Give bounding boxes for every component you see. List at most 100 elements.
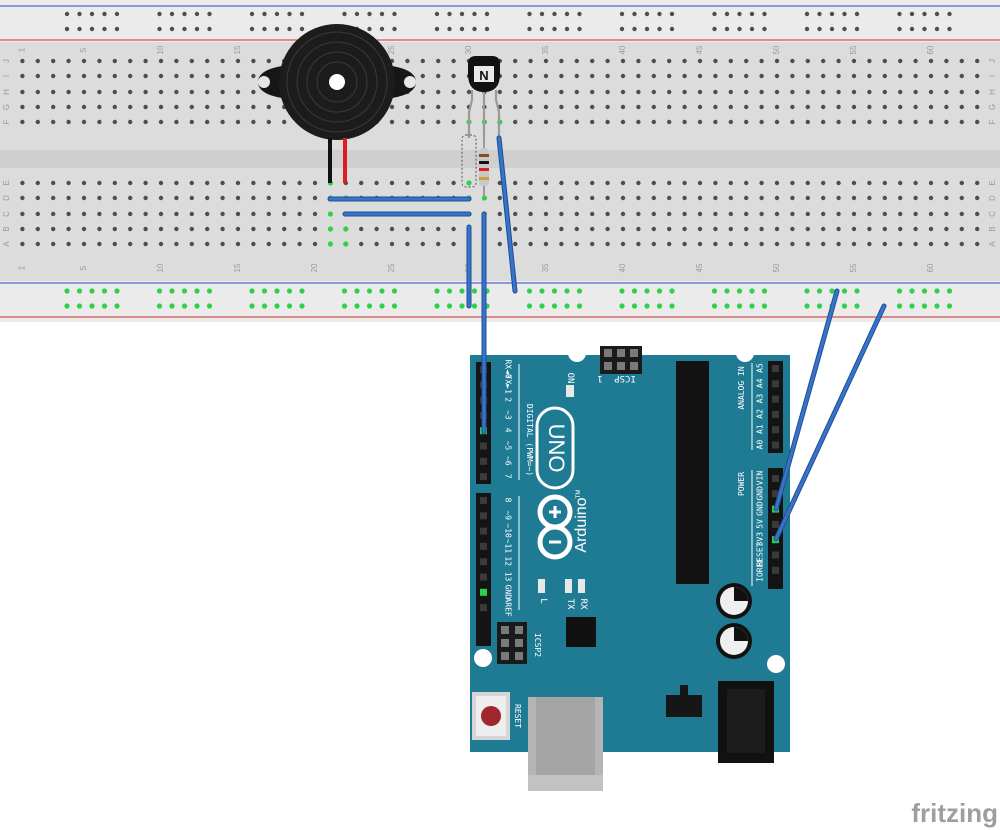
breadboard-hole xyxy=(97,73,102,79)
breadboard-hole xyxy=(682,119,687,125)
rail-hole xyxy=(181,288,188,294)
breadboard-hole xyxy=(928,241,934,247)
column-number: 15 xyxy=(233,45,242,54)
power-jack[interactable] xyxy=(718,681,774,763)
breadboard-hole xyxy=(513,241,518,247)
breadboard-hole xyxy=(405,119,410,125)
row-letter: J xyxy=(2,59,11,63)
breadboard-hole xyxy=(297,241,302,247)
breadboard-hole xyxy=(713,195,718,201)
breadboard-hole xyxy=(898,226,903,232)
digital-pin-hole xyxy=(480,573,487,581)
breadboard-hole xyxy=(51,119,56,125)
breadboard-hole xyxy=(251,119,256,125)
analog-pin-label: A2 xyxy=(756,409,765,419)
breadboard-hole xyxy=(682,104,687,110)
rail-hole xyxy=(526,303,533,309)
breadboard-hole xyxy=(774,211,780,217)
breadboard-hole xyxy=(513,104,518,110)
breadboard-hole xyxy=(189,195,194,201)
rail-hole xyxy=(459,303,465,309)
breadboard-hole xyxy=(205,89,210,95)
breadboard-hole xyxy=(728,58,733,64)
breadboard-hole xyxy=(590,180,595,186)
rail-hole xyxy=(576,288,583,294)
rail-hole xyxy=(552,26,557,32)
breadboard-hole xyxy=(174,104,179,110)
breadboard-hole xyxy=(898,104,903,110)
breadboard-hole xyxy=(574,73,579,79)
rail-hole xyxy=(761,288,768,294)
breadboard-hole xyxy=(851,104,857,110)
breadboard-hole xyxy=(836,104,841,110)
breadboard-hole xyxy=(543,211,549,217)
breadboard-hole xyxy=(774,195,780,201)
breadboard-hole xyxy=(189,241,194,247)
resistor[interactable] xyxy=(461,134,489,196)
breadboard-hole xyxy=(158,241,164,247)
analog-section-label: ANALOG IN xyxy=(737,366,746,410)
rail-hole xyxy=(194,288,200,294)
breadboard-hole xyxy=(436,241,441,247)
breadboard-hole xyxy=(112,119,118,125)
breadboard-hole xyxy=(728,226,733,232)
breadboard-hole xyxy=(574,58,579,64)
breadboard-hole xyxy=(605,89,610,95)
breadboard-hole xyxy=(327,241,333,247)
power-pin-hole xyxy=(772,566,779,574)
breadboard-hole xyxy=(20,58,25,64)
rail-hole xyxy=(379,303,385,309)
rail-hole xyxy=(287,26,292,32)
rail-hole xyxy=(262,11,267,17)
breadboard-hole xyxy=(112,195,118,201)
npn-transistor[interactable]: N xyxy=(467,56,501,138)
rail-hole xyxy=(761,303,768,309)
breadboard-hole xyxy=(805,211,810,217)
rail-hole xyxy=(484,26,490,32)
breadboard-hole xyxy=(559,73,564,79)
digital-pin-hole xyxy=(480,542,487,550)
breadboard-hole xyxy=(651,195,656,201)
breadboard-hole xyxy=(944,180,949,186)
breadboard-hole xyxy=(205,241,210,247)
breadboard-hole xyxy=(975,180,980,186)
rail-hole xyxy=(64,11,70,17)
reset-button[interactable]: RESET xyxy=(472,692,522,740)
breadboard-hole xyxy=(436,58,441,64)
breadboard-hole xyxy=(220,89,225,95)
rail-hole xyxy=(947,11,952,17)
piezo-buzzer[interactable] xyxy=(258,24,416,183)
digital-pin-label: GND xyxy=(504,585,513,600)
breadboard-hole xyxy=(744,226,749,232)
breadboard-hole xyxy=(220,119,225,125)
breadboard-hole xyxy=(574,119,579,125)
usb-port[interactable] xyxy=(528,697,603,791)
breadboard-hole xyxy=(312,226,318,232)
breadboard-hole xyxy=(959,58,964,64)
breadboard-hole xyxy=(543,73,549,79)
breadboard-hole xyxy=(867,195,872,201)
rail-hole xyxy=(391,303,398,309)
column-number: 40 xyxy=(618,263,627,272)
breadboard-hole xyxy=(620,226,626,232)
breadboard-hole xyxy=(528,89,533,95)
digital-pin-label: 4 xyxy=(504,428,513,433)
icsp-label: ICSP xyxy=(614,373,636,383)
wires xyxy=(327,135,887,542)
rail-hole xyxy=(341,288,348,294)
rail-hole xyxy=(632,11,637,17)
breadboard-hole xyxy=(590,226,595,232)
rail-hole xyxy=(669,288,675,294)
breadboard-hole xyxy=(528,195,533,201)
rail-hole xyxy=(762,26,767,32)
breadboard-hole xyxy=(636,89,641,95)
breadboard-hole xyxy=(220,226,225,232)
breadboard-hole xyxy=(112,226,118,232)
breadboard-hole xyxy=(821,211,826,217)
breadboard-hole xyxy=(189,73,194,79)
breadboard-hole xyxy=(97,119,102,125)
arduino-uno-board[interactable]: ICSP 1 ON RX◄0TX►12~34~5~678~9~10~111213… xyxy=(470,344,790,791)
breadboard-hole xyxy=(744,104,749,110)
breadboard-hole xyxy=(574,89,579,95)
rail-hole xyxy=(157,11,162,17)
